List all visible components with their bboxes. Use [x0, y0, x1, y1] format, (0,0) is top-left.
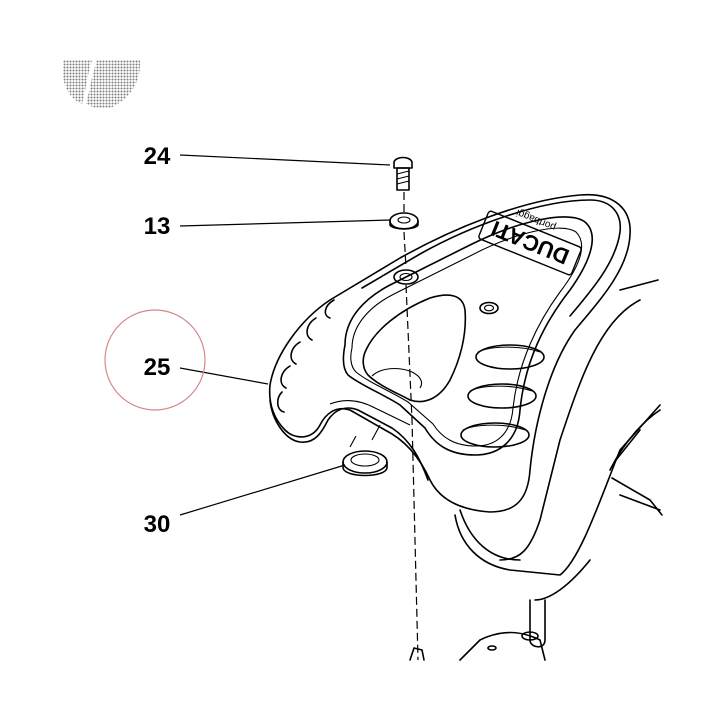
washer-part-13: [389, 212, 419, 230]
screw-part-24: [393, 156, 413, 191]
callout-13: 13: [144, 213, 171, 240]
split-shield-icon: [63, 60, 141, 109]
leader-line-25: [179, 367, 269, 385]
assembly-axis-line: [403, 192, 419, 661]
callout-24: 24: [144, 143, 171, 170]
callout-25: 25: [144, 354, 171, 381]
grommet-part-30: [342, 424, 388, 477]
leader-line-13: [179, 219, 391, 227]
tail-frame-outline: [454, 279, 663, 661]
callout-30: 30: [144, 511, 171, 538]
leader-line-30: [179, 464, 346, 516]
luggage-rack: [268, 193, 631, 513]
highlight-circle: [104, 309, 206, 411]
axis-end-marker: [409, 647, 425, 661]
leader-line-24: [179, 154, 391, 166]
